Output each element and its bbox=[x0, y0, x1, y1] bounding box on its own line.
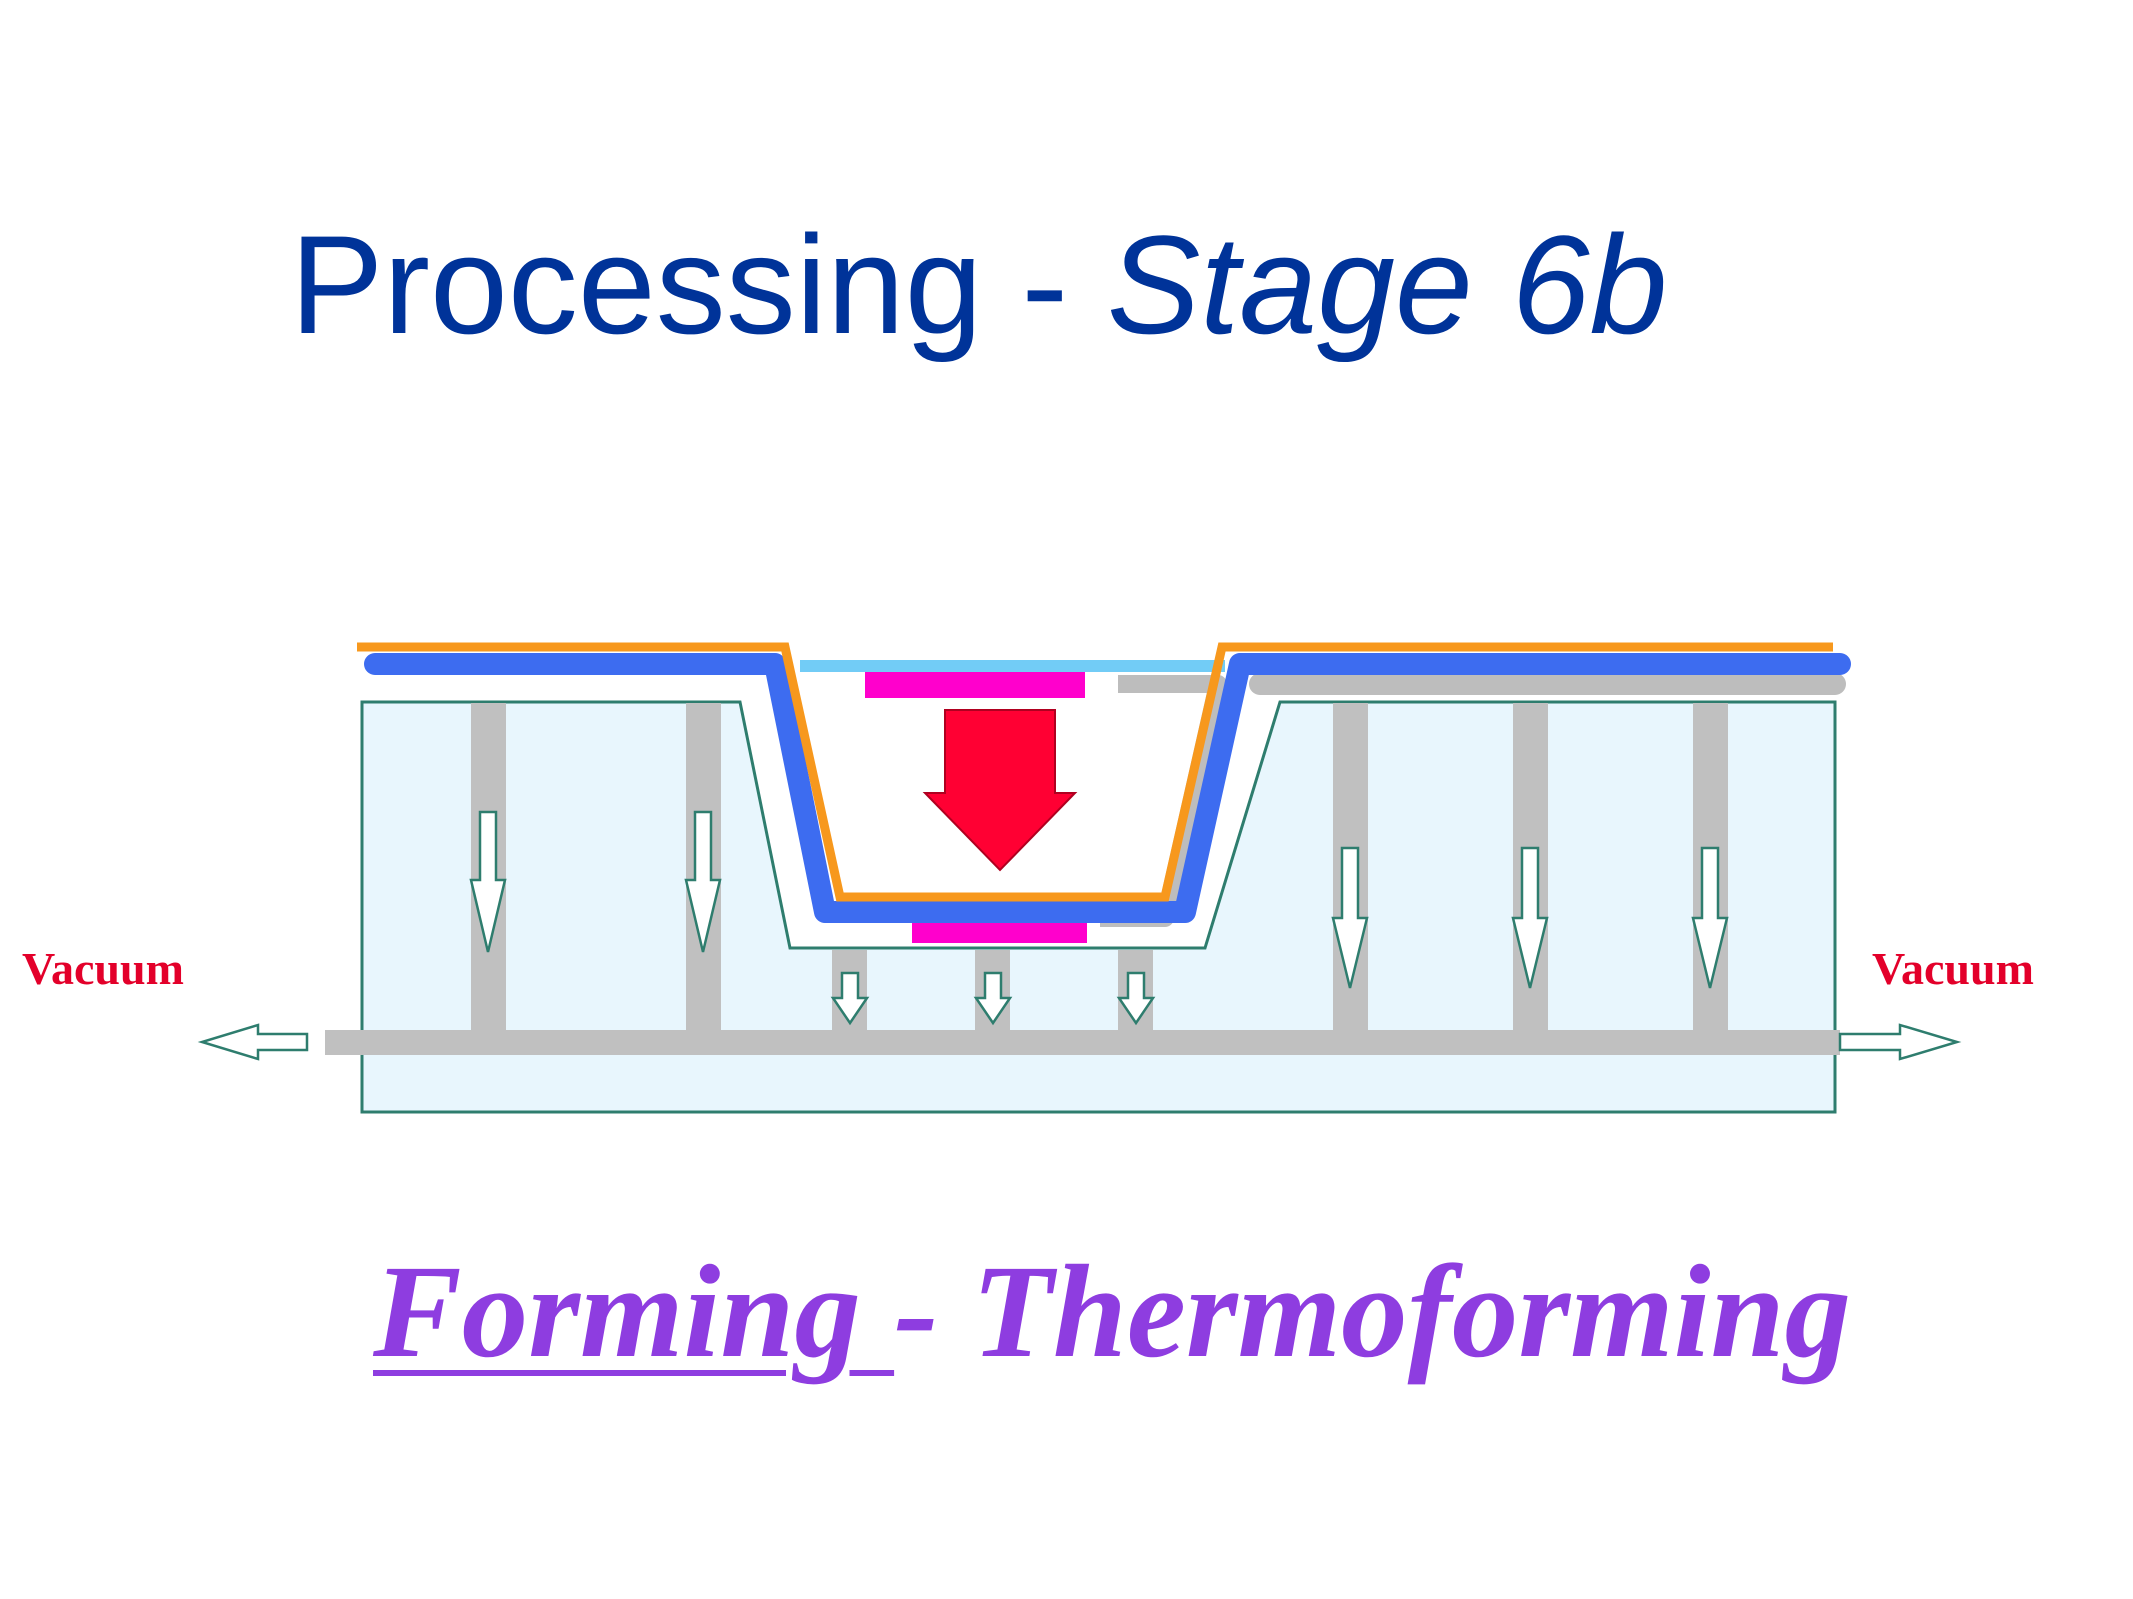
plug-plate bbox=[865, 672, 1085, 698]
down-arrow-icon bbox=[1116, 971, 1156, 1026]
down-arrow-icon bbox=[1331, 846, 1369, 989]
subtitle: Forming - Thermoforming bbox=[373, 1245, 1851, 1378]
down-arrow-icon bbox=[973, 971, 1013, 1026]
film-layer-orange bbox=[357, 642, 1833, 902]
vacuum-label-left: Vacuum bbox=[22, 943, 184, 994]
down-arrow-icon bbox=[1691, 846, 1729, 989]
vacuum-channel bbox=[325, 1030, 1840, 1055]
down-arrow-icon bbox=[469, 810, 507, 953]
title-main: Processing - bbox=[290, 206, 1107, 363]
subtitle-thermoforming: - Thermoforming bbox=[894, 1237, 1852, 1385]
title-stage: Stage 6b bbox=[1106, 206, 1668, 363]
page-title: Processing - Stage 6b bbox=[290, 215, 1667, 355]
mould-body bbox=[360, 700, 1837, 1114]
down-arrow-icon bbox=[684, 810, 722, 953]
down-arrow-icon bbox=[830, 971, 870, 1026]
part-base-plate bbox=[912, 923, 1087, 943]
press-arrow bbox=[922, 709, 1078, 872]
down-arrow-icon bbox=[1511, 846, 1549, 989]
vacuum-label-right: Vacuum bbox=[1872, 943, 2034, 994]
right-arrow-icon bbox=[1838, 1023, 1962, 1061]
film-layer-light-blue bbox=[800, 660, 1225, 672]
vacuum-flow-arrows bbox=[197, 810, 1962, 1061]
left-arrow-icon bbox=[197, 1023, 309, 1061]
subtitle-forming: Forming bbox=[373, 1237, 895, 1385]
film-layer-blue bbox=[364, 653, 1851, 923]
